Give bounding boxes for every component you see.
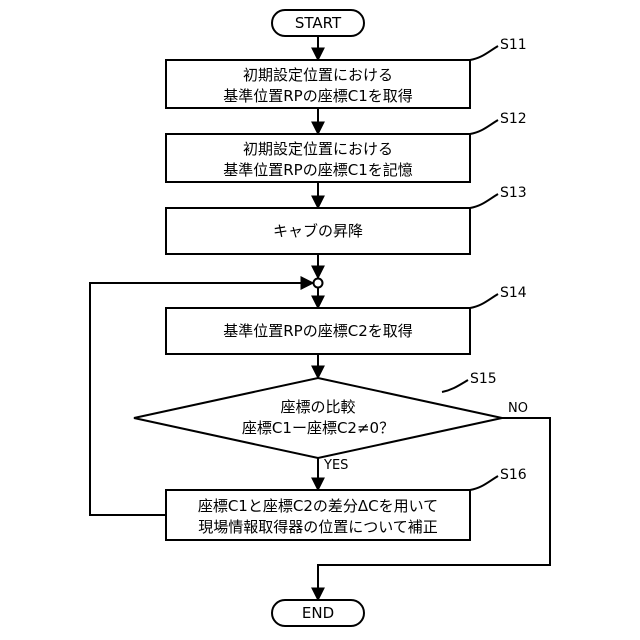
s12-leader — [470, 120, 498, 134]
yes-label: YES — [323, 458, 348, 473]
process-box-s13: キャブの昇降 S13 — [166, 185, 527, 254]
s13-leader — [470, 194, 498, 208]
step-label-s11: S11 — [500, 37, 527, 53]
step-label-s13: S13 — [500, 185, 527, 201]
step-label-s12: S12 — [500, 111, 527, 127]
step-label-s14: S14 — [500, 285, 527, 301]
end-terminal: END — [272, 600, 364, 626]
end-label: END — [302, 604, 334, 622]
s14-line-1: 基準位置RPの座標C2を取得 — [223, 322, 413, 340]
s11-line-2: 基準位置RPの座標C1を取得 — [223, 87, 413, 105]
process-box-s16: 座標C1と座標C2の差分ΔCを用いて 現場情報取得器の位置について補正 S16 — [166, 467, 527, 540]
process-box-s12: 初期設定位置における 基準位置RPの座標C1を記憶 S12 — [166, 111, 527, 182]
s11-line-1: 初期設定位置における — [243, 66, 393, 84]
s12-line-1: 初期設定位置における — [243, 140, 393, 158]
s12-line-2: 基準位置RPの座標C1を記憶 — [223, 161, 413, 179]
start-label: START — [295, 14, 342, 32]
decision-diamond-s15: 座標の比較 座標C1ー座標C2≠0？ S15 — [134, 371, 502, 458]
s15-leader — [442, 380, 468, 392]
step-label-s15: S15 — [470, 371, 497, 387]
junction-node — [314, 279, 323, 288]
s15-line-1: 座標の比較 — [280, 398, 355, 416]
s16-line-1: 座標C1と座標C2の差分ΔCを用いて — [198, 497, 438, 515]
process-box-s14: 基準位置RPの座標C2を取得 S14 — [166, 285, 527, 354]
s11-leader — [470, 46, 498, 60]
process-box-s11: 初期設定位置における 基準位置RPの座標C1を取得 S11 — [166, 37, 527, 108]
s13-line-1: キャブの昇降 — [273, 222, 363, 240]
start-terminal: START — [272, 10, 364, 36]
s14-leader — [470, 294, 498, 308]
step-label-s16: S16 — [500, 467, 527, 483]
s15-line-2: 座標C1ー座標C2≠0？ — [242, 419, 394, 437]
s16-leader — [470, 476, 498, 490]
s16-line-2: 現場情報取得器の位置について補正 — [198, 518, 438, 536]
no-label: NO — [508, 401, 528, 416]
